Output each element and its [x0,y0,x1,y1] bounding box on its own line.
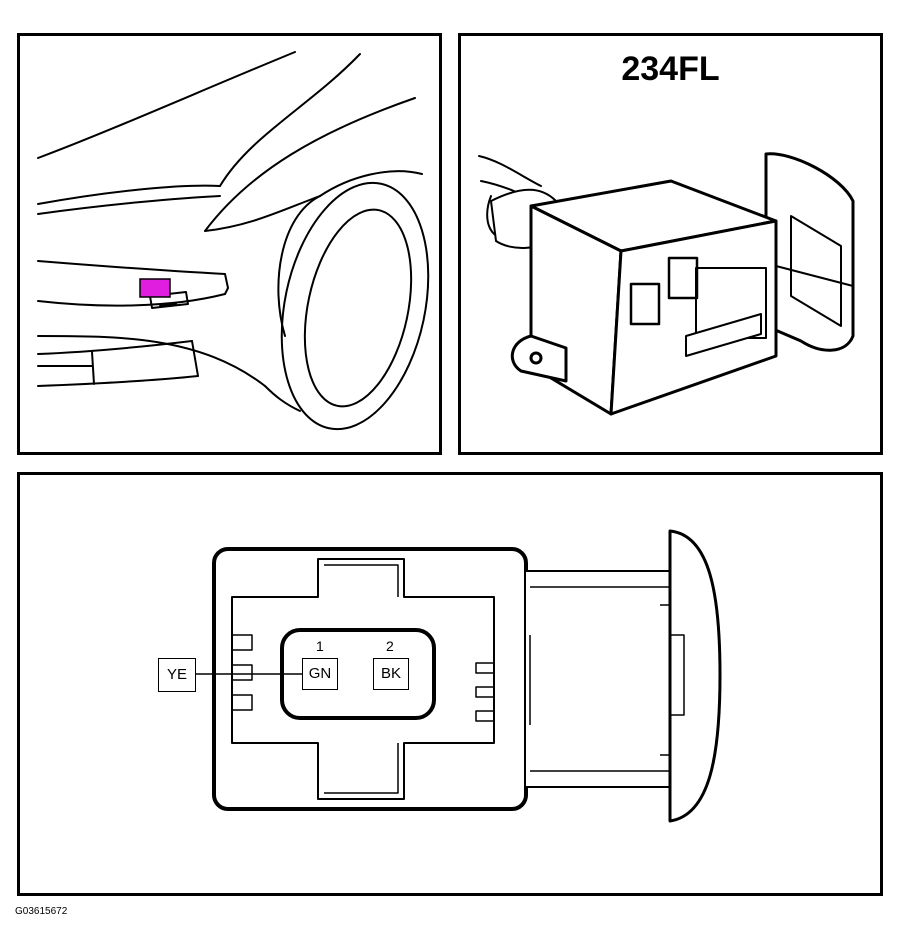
connector-view-panel: 234FL [458,33,883,455]
pin-1-wire-color: GN [302,658,338,690]
splice-wire-color: YE [158,658,196,692]
connector-id-label: 234FL [621,50,720,88]
connector-location-marker [139,278,171,298]
pin-1-number: 1 [316,638,324,654]
figure-code: G03615672 [15,906,68,917]
connector-face-illustration [196,529,722,823]
pin-2-wire-color: BK [373,658,409,690]
vehicle-front-illustration [37,51,430,431]
pinout-panel: 1 GN 2 BK YE [17,472,883,896]
pin-2-number: 2 [386,638,394,654]
connector-3d-illustration [478,152,855,416]
vehicle-location-panel [17,33,442,455]
